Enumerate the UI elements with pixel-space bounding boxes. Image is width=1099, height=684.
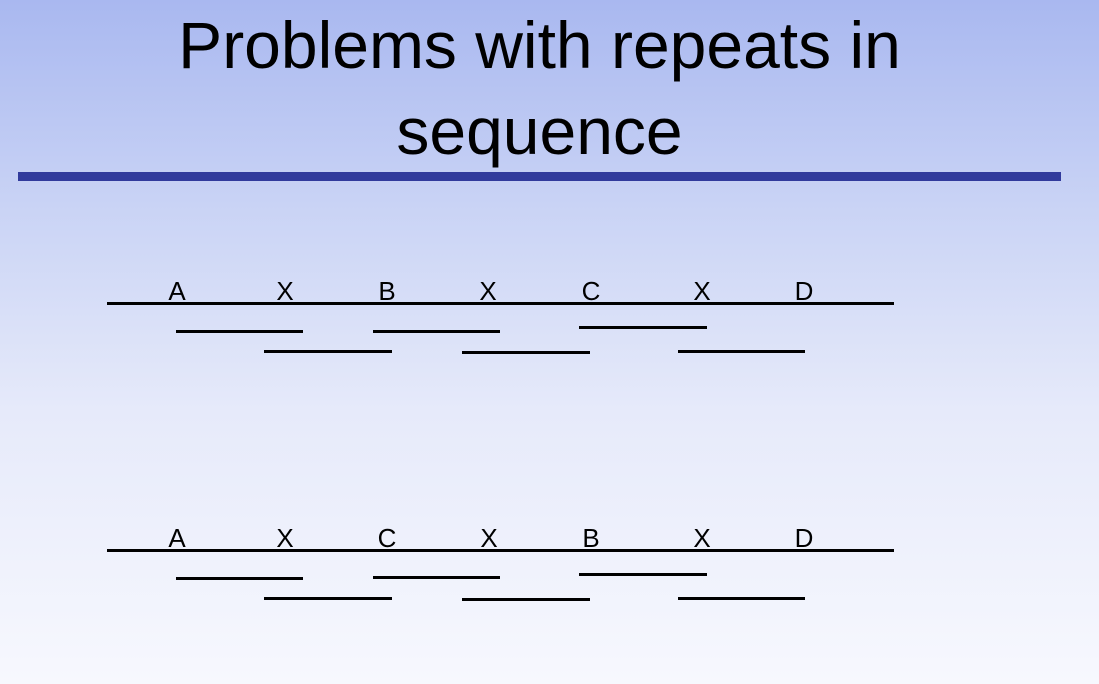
slide-title-line-1: Problems with repeats in: [178, 8, 901, 82]
segment-label: X: [693, 523, 711, 553]
slide-title-line-2: sequence: [396, 94, 683, 168]
segment-label: C: [377, 523, 397, 553]
segment-label: X: [480, 523, 498, 553]
read-fragment: [176, 330, 303, 333]
read-fragment: [264, 597, 392, 600]
read-fragment: [264, 350, 392, 353]
segment-label: B: [378, 276, 396, 306]
title-divider: [18, 172, 1061, 181]
segment-label: D: [794, 523, 814, 553]
segment-label: C: [581, 276, 601, 306]
read-fragment: [678, 350, 805, 353]
read-fragment: [579, 573, 707, 576]
segment-label: A: [168, 276, 186, 306]
genome-sequence-line: [107, 549, 894, 552]
segment-label: X: [479, 276, 497, 306]
read-fragment: [462, 351, 590, 354]
segment-label: X: [276, 523, 294, 553]
read-fragment: [373, 330, 500, 333]
read-fragment: [579, 326, 707, 329]
slide-title: Problems with repeats in sequence: [0, 2, 1079, 174]
segment-label: B: [582, 523, 600, 553]
read-fragment: [373, 576, 500, 579]
read-fragment: [678, 597, 805, 600]
read-fragment: [462, 598, 590, 601]
repeat-diagram-original: A X B X C X D: [0, 272, 1099, 362]
segment-label: D: [794, 276, 814, 306]
genome-sequence-line: [107, 302, 894, 305]
repeat-diagram-misassembled: A X C X B X D: [0, 519, 1099, 609]
segment-label: A: [168, 523, 186, 553]
read-fragment: [176, 577, 303, 580]
segment-label: X: [276, 276, 294, 306]
segment-label: X: [693, 276, 711, 306]
